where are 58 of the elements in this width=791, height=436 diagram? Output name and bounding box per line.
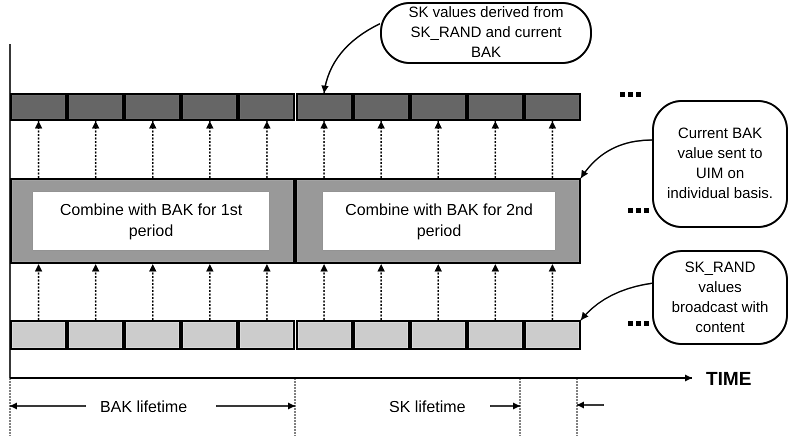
node-text: Combine with BAK for 2nd period — [344, 201, 534, 242]
dotted-arrow — [434, 121, 442, 178]
key-cell — [238, 320, 296, 350]
dotted-arrow — [434, 264, 442, 320]
key-cell — [67, 320, 124, 350]
dotted-arrow — [206, 264, 214, 320]
dotted-arrow — [548, 121, 556, 178]
axis-label: TIME — [706, 368, 752, 392]
key-cell — [181, 320, 238, 350]
dotted-arrow — [92, 264, 100, 320]
dotted-arrow — [320, 264, 328, 320]
dotted-arrow — [263, 264, 271, 320]
dimension-label: BAK lifetime — [100, 398, 188, 418]
key-cell — [352, 320, 410, 350]
key-cell — [524, 93, 581, 121]
dotted-arrow — [492, 121, 500, 178]
process-box — [323, 192, 555, 250]
dotted-arrow — [263, 121, 271, 178]
dotted-arrow — [548, 264, 556, 320]
key-cell — [352, 93, 410, 121]
key-cell — [10, 93, 68, 121]
key-cell — [296, 320, 353, 350]
process-band — [295, 178, 581, 264]
key-cell — [67, 93, 124, 121]
key-cell — [524, 320, 581, 350]
dotted-arrow — [34, 121, 42, 178]
process-box — [33, 192, 269, 250]
key-cell — [296, 93, 353, 121]
key-cell — [124, 93, 182, 121]
dotted-arrow — [377, 264, 385, 320]
key-cell — [181, 93, 238, 121]
callout-bubble — [380, 2, 592, 64]
key-cell — [238, 93, 296, 121]
dimension-label: SK lifetime — [389, 398, 466, 418]
dotted-arrow — [92, 121, 100, 178]
node-text: Current BAK value sent to UIM on individual basis. — [666, 124, 774, 204]
arrow — [580, 282, 652, 320]
key-cell — [466, 320, 524, 350]
key-cell — [466, 93, 524, 121]
arrow — [322, 23, 380, 94]
dotted-arrow — [377, 121, 385, 178]
key-cell — [124, 320, 182, 350]
callout-bubble — [652, 250, 788, 345]
dotted-arrow — [320, 121, 328, 178]
callout-bubble — [652, 100, 788, 228]
key-cell — [10, 320, 68, 350]
dotted-arrow — [206, 121, 214, 178]
arrow — [580, 139, 652, 178]
key-cell — [410, 320, 467, 350]
key-cell — [410, 93, 467, 121]
dotted-arrow — [149, 264, 156, 320]
node-text: SK values derived from SK_RAND and current BAK — [407, 3, 565, 63]
process-band — [10, 178, 295, 264]
dotted-arrow — [492, 264, 500, 320]
node-text: Combine with BAK for 1st period — [58, 201, 244, 242]
dotted-arrow — [149, 121, 156, 178]
node-text: SK_RAND values broadcast with content — [670, 258, 770, 338]
dotted-arrow — [34, 264, 42, 320]
